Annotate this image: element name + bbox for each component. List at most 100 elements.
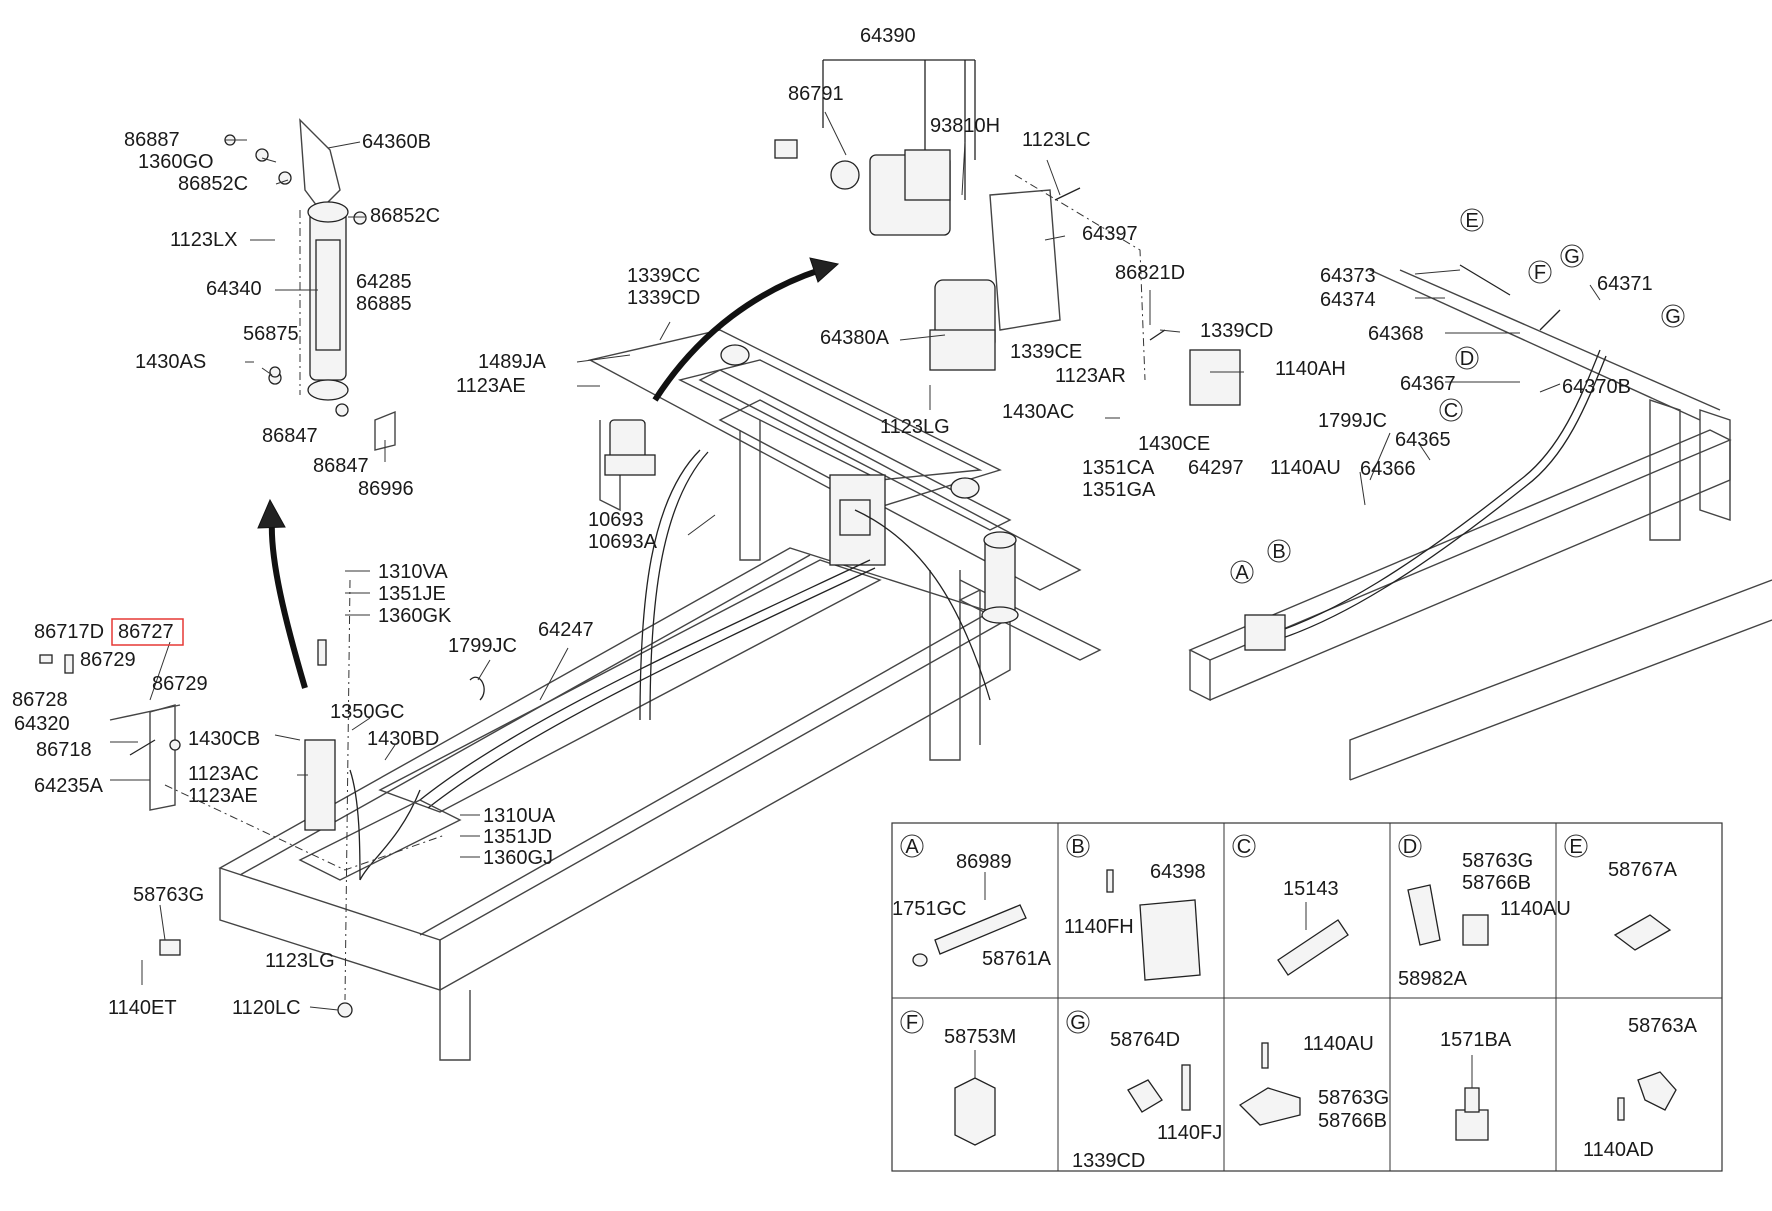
marker-E: E [1460, 208, 1484, 232]
label-64297: 64297 [1188, 457, 1244, 479]
svg-text:15143: 15143 [1283, 878, 1339, 900]
marker-G-2: G [1661, 304, 1685, 328]
label-1489JA: 1489JA [478, 351, 546, 373]
svg-text:58763G: 58763G [1462, 850, 1533, 872]
label-86727: 86727 [118, 621, 174, 643]
svg-text:58753M: 58753M [944, 1026, 1016, 1048]
legend-cell-I: 1571BA [1440, 1029, 1512, 1141]
svg-text:64398: 64398 [1150, 861, 1206, 883]
pump-detail [774, 59, 1241, 406]
legend-cell-A: A 86989 1751GC 58761A [892, 834, 1052, 970]
label-56875: 56875 [243, 323, 299, 345]
svg-text:C: C [1237, 836, 1251, 858]
arrow-to-pump-detail [652, 257, 840, 402]
label-1120LC: 1120LC [232, 997, 301, 1019]
legend-cell-B: B 64398 1140FH [1064, 834, 1206, 981]
label-10693: 10693 [588, 509, 644, 531]
callout-labels: 64390 86791 93810H 1123LC 64397 86821D 6… [12, 25, 1653, 1019]
label-64368: 64368 [1368, 323, 1424, 345]
label-86729-b: 86729 [152, 673, 208, 695]
leader-lines [110, 111, 1601, 1011]
svg-text:58763G: 58763G [1318, 1087, 1389, 1109]
marker-D: D [1455, 346, 1479, 370]
label-64340: 64340 [206, 278, 262, 300]
svg-text:58761A: 58761A [982, 948, 1052, 970]
svg-text:1571BA: 1571BA [1440, 1029, 1512, 1051]
svg-text:1339CD: 1339CD [1072, 1150, 1145, 1172]
svg-text:1140AU: 1140AU [1500, 898, 1571, 920]
label-86996: 86996 [358, 478, 414, 500]
label-1339CD-top: 1339CD [1200, 320, 1273, 342]
svg-text:C: C [1444, 400, 1458, 422]
label-64366: 64366 [1360, 458, 1416, 480]
label-1430CE: 1430CE [1138, 433, 1210, 455]
bracket-detail [39, 579, 446, 1018]
svg-text:E: E [1465, 210, 1478, 232]
label-1123LG-top: 1123LG [880, 416, 950, 438]
svg-text:58766B: 58766B [1318, 1110, 1387, 1132]
svg-text:F: F [906, 1012, 918, 1034]
label-1123AE-top: 1123AE [456, 375, 526, 397]
label-64320: 64320 [14, 713, 70, 735]
label-93810H: 93810H [930, 115, 1000, 137]
label-1339CE: 1339CE [1010, 341, 1082, 363]
label-1351GA: 1351GA [1082, 479, 1156, 501]
label-86887: 86887 [124, 129, 180, 151]
svg-text:58982A: 58982A [1398, 968, 1468, 990]
label-1123LC: 1123LC [1022, 129, 1091, 151]
svg-text:A: A [1235, 562, 1249, 584]
actuator-detail [224, 118, 396, 451]
label-1140AU-right: 1140AU [1270, 457, 1341, 479]
label-86717D: 86717D [34, 621, 104, 643]
marker-C: C [1439, 398, 1463, 422]
svg-text:G: G [1564, 246, 1580, 268]
label-64367: 64367 [1400, 373, 1456, 395]
label-1310VA: 1310VA [378, 561, 448, 583]
svg-text:D: D [1460, 348, 1474, 370]
marker-B: B [1267, 539, 1291, 563]
label-1310UA: 1310UA [483, 805, 556, 827]
label-86852C-right: 86852C [370, 205, 440, 227]
label-1351JD: 1351JD [483, 826, 552, 848]
svg-text:1140FJ: 1140FJ [1157, 1122, 1222, 1144]
label-64370B: 64370B [1562, 376, 1631, 398]
label-64247: 64247 [538, 619, 594, 641]
legend-grid: A 86989 1751GC 58761A B 64398 1140FH C 1… [891, 822, 1723, 1172]
label-1360GJ: 1360GJ [483, 847, 553, 869]
label-1799JC-left: 1799JC [448, 635, 517, 657]
svg-text:58764D: 58764D [1110, 1029, 1180, 1051]
label-1430CB: 1430CB [188, 728, 260, 750]
label-1123AR: 1123AR [1055, 365, 1126, 387]
label-1123AC: 1123AC [188, 763, 259, 785]
legend-cell-F: F 58753M [900, 1010, 1016, 1146]
svg-text:1140AU: 1140AU [1303, 1033, 1374, 1055]
label-1350GC: 1350GC [330, 701, 405, 723]
svg-text:G: G [1665, 306, 1681, 328]
label-1351CA: 1351CA [1082, 457, 1155, 479]
label-1140AH: 1140AH [1275, 358, 1346, 380]
label-1339CD-mid: 1339CD [627, 287, 700, 309]
label-1123AE-bottom: 1123AE [188, 785, 258, 807]
label-64365: 64365 [1395, 429, 1451, 451]
svg-text:F: F [1534, 262, 1546, 284]
svg-text:1140FH: 1140FH [1064, 916, 1134, 938]
svg-text:E: E [1569, 836, 1582, 858]
svg-text:B: B [1071, 836, 1084, 858]
highlight-box-86727 [111, 618, 184, 646]
label-1360GK: 1360GK [378, 605, 452, 627]
legend-cell-E: E 58767A [1564, 834, 1678, 951]
marker-F: F [1528, 260, 1552, 284]
label-1339CC: 1339CC [627, 265, 700, 287]
label-64380A: 64380A [820, 327, 890, 349]
svg-text:1140AD: 1140AD [1583, 1139, 1654, 1161]
legend-cell-G: G 58764D 1140FJ 1339CD [1066, 1010, 1222, 1172]
marker-G-1: G [1560, 244, 1584, 268]
label-86885: 86885 [356, 293, 412, 315]
legend-cell-C: C 15143 [1232, 834, 1349, 976]
label-64371: 64371 [1597, 273, 1653, 295]
label-1430AS: 1430AS [135, 351, 206, 373]
legend-cell-D: D 58763G 58766B 1140AU 58982A [1398, 834, 1571, 990]
svg-text:1751GC: 1751GC [892, 898, 967, 920]
label-86847-right: 86847 [313, 455, 369, 477]
